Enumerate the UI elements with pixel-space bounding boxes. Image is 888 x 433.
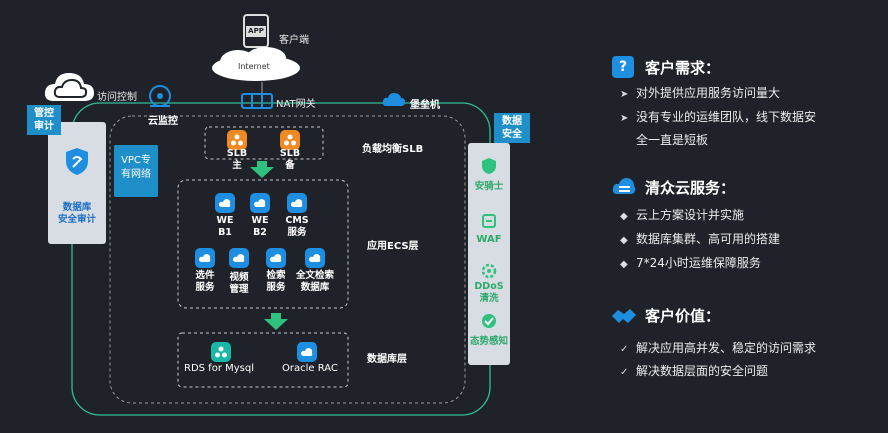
needs-item: ➤没有专业的运维团队，线下数据安 (620, 110, 817, 124)
slb-backup-icon (280, 130, 300, 150)
value-item: ✓解决数据层面的安全问题 (620, 364, 769, 378)
ecs-service-label: 检索 服务 (266, 270, 286, 293)
value-item: ✓解决应用高并发、稳定的访问需求 (620, 341, 817, 355)
slb-main-label: SLB 主 (226, 148, 248, 171)
arrow-bullet-icon: ➤ (620, 113, 629, 124)
needs-title: 客户需求： (645, 59, 721, 77)
services-item: ◆7*24小时运维保障服务 (620, 256, 761, 270)
diamond-bullet-icon: ◆ (620, 235, 628, 246)
access-control-label: 访问控制 (97, 92, 137, 103)
oracle-rac-icon (297, 342, 317, 362)
internet-cloud-icon (212, 47, 300, 81)
db-audit-panel: 数据库 安全审计 (48, 122, 106, 244)
video-management-icon (229, 248, 249, 268)
ecs-service-label: CMS 服务 (285, 215, 309, 238)
situation-awareness-icon (482, 314, 496, 328)
cloud-monitor-icon (149, 85, 171, 107)
ecs-service-label: WE B2 (251, 215, 269, 238)
ecs-service-label: WE B1 (216, 215, 234, 238)
db-service-label: RDS for Mysql (184, 363, 254, 374)
ecs-service-label: 全文检索 数据库 (295, 270, 334, 293)
security-service-label: DDoS 清洗 (474, 281, 504, 304)
security-service-label: WAF (476, 234, 502, 245)
client-label: 客户端 (279, 35, 309, 46)
vpc-label: VPC专 有网络 (114, 145, 158, 197)
handshake-icon (612, 309, 636, 323)
check-bullet-icon: ✓ (620, 344, 629, 355)
diamond-bullet-icon: ◆ (620, 259, 628, 270)
web-server-icon (250, 193, 270, 213)
nat-label: NAT网关 (276, 99, 316, 110)
option-service-icon (195, 248, 215, 268)
data-security-label: 数据 安全 (494, 113, 530, 143)
db-tier-label: 数据库层 (367, 354, 407, 365)
slb-tier-label: 负载均衡SLB (362, 144, 424, 155)
shield-icon (66, 148, 88, 175)
security-panel (468, 143, 510, 365)
security-service-label: 态势感知 (469, 336, 508, 347)
db-audit-label: 数据库 安全审计 (57, 202, 96, 225)
needs-item: 全一直是短板 (636, 133, 709, 147)
app-icon: APP (243, 14, 269, 48)
check-bullet-icon: ✓ (620, 367, 629, 378)
arrow-bullet-icon: ➤ (620, 89, 629, 100)
services-title: 清众云服务： (645, 179, 736, 197)
waf-icon (482, 214, 496, 228)
ecs-tier-label: 应用ECS层 (367, 241, 419, 252)
services-item: ◆云上方案设计并实施 (620, 208, 745, 222)
db-box (177, 332, 349, 388)
internet-label: Internet (238, 62, 270, 71)
mgmt-audit-label: 管控 审计 (27, 105, 61, 135)
question-icon: ? (612, 56, 634, 78)
needs-item: ➤对外提供应用服务访问量大 (620, 86, 781, 100)
search-service-icon (266, 248, 286, 268)
bastion-host-icon (382, 93, 405, 106)
ddos-icon (481, 263, 497, 279)
cloud-service-icon (612, 178, 636, 194)
value-title: 客户价值： (645, 307, 721, 325)
fulltext-db-icon (305, 248, 325, 268)
web-server-icon (215, 193, 235, 213)
db-service-label: Oracle RAC (282, 363, 338, 374)
diamond-bullet-icon: ◆ (620, 211, 628, 222)
services-item: ◆数据库集群、高可用的搭建 (620, 232, 781, 246)
bastion-label: 堡垒机 (410, 100, 440, 111)
security-service-label: 安骑士 (474, 181, 504, 192)
aegis-icon (482, 158, 496, 174)
access-control-cloud-icon (44, 73, 94, 101)
ecs-service-label: 选件 服务 (195, 270, 215, 293)
ecs-service-label: 视频 管理 (229, 272, 249, 295)
cloud-monitor-label: 云监控 (148, 116, 178, 127)
nat-gateway-icon (241, 93, 273, 109)
slb-backup-label: SLB 备 (279, 148, 301, 171)
cms-icon (287, 193, 307, 213)
slb-main-icon (227, 130, 247, 150)
rds-icon (211, 342, 231, 362)
slb-box (204, 126, 324, 160)
ecs-box (177, 179, 349, 309)
